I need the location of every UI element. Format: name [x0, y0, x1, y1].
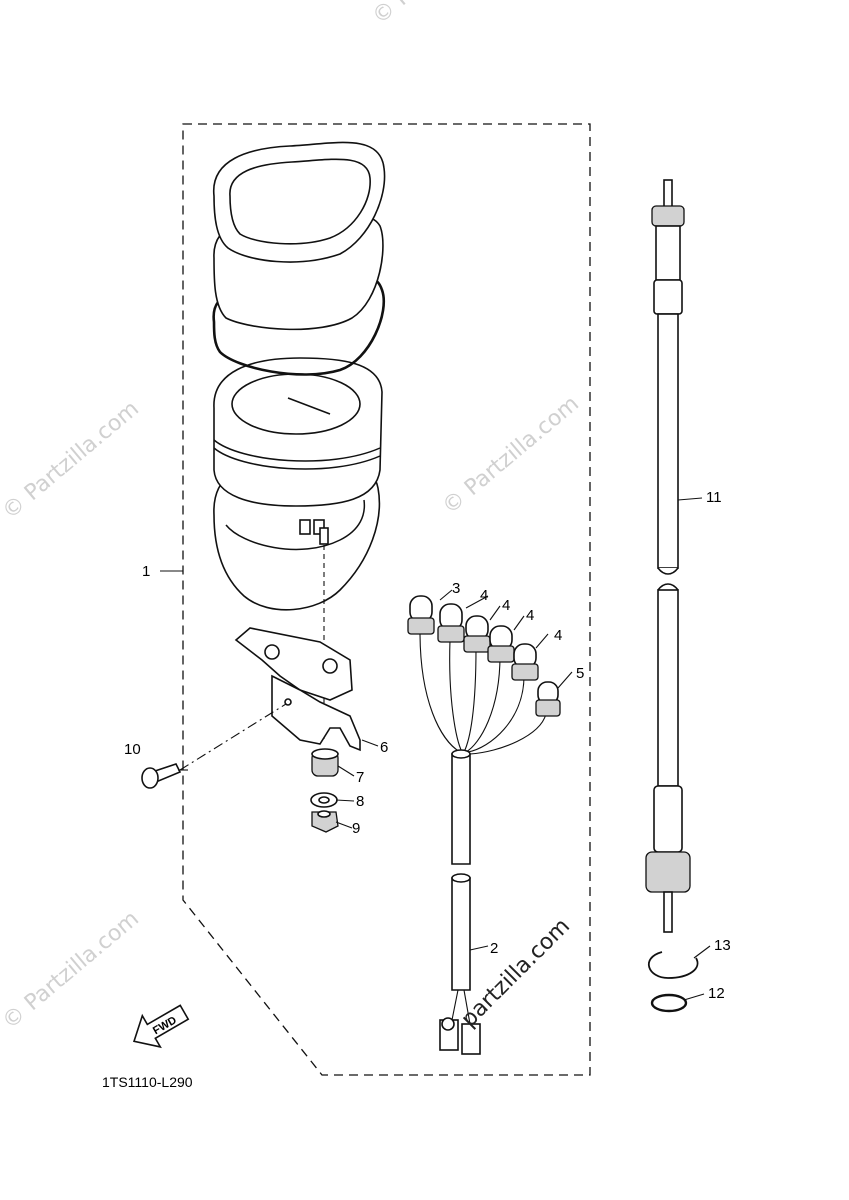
- bulb-4a: [437, 603, 465, 643]
- watermark-left-bottom: © Partzilla.com: [0, 906, 144, 1034]
- harness-tube-upper: [451, 753, 471, 865]
- bulb-4d: [511, 643, 539, 681]
- o-ring-12: [650, 993, 688, 1013]
- callout-1: 1: [142, 563, 150, 580]
- leader-lines: [160, 497, 711, 1001]
- callout-9: 9: [352, 820, 360, 837]
- nut-body: [311, 811, 339, 833]
- washer-inner: [318, 796, 330, 804]
- washer-8: [310, 792, 338, 808]
- diagram-code: 1TS1110-L290: [102, 1074, 193, 1090]
- callout-4d: 4: [554, 627, 562, 644]
- connector-wire-a: [451, 989, 459, 1021]
- bolt-guide-line: [179, 703, 287, 771]
- meter-terminal-1: [299, 519, 311, 535]
- callout-13: 13: [714, 937, 731, 954]
- meter-needle: [287, 397, 331, 415]
- watermark-left-mid: © Partzilla.com: [0, 396, 144, 524]
- callout-7: 7: [356, 769, 364, 786]
- wire-6: [469, 713, 547, 755]
- wire-3: [463, 647, 477, 753]
- callout-2: 2: [490, 940, 498, 957]
- bulb-4c: [487, 625, 515, 663]
- bulb-5: [535, 681, 561, 717]
- cable-lower-sheath: [657, 589, 679, 787]
- wire-2: [449, 639, 463, 753]
- meter-bezel-inner: [229, 158, 371, 245]
- nut-9: [311, 810, 339, 833]
- bracket-top-plate: [234, 627, 353, 701]
- bracket-side-hole: [284, 698, 292, 706]
- bolt-10: [141, 763, 182, 789]
- wire-1: [419, 631, 461, 753]
- cable-top-ferrule: [655, 225, 681, 281]
- cable-bottom-nut: [645, 851, 691, 893]
- speedometer-cable: [645, 179, 691, 933]
- callout-11: 11: [706, 489, 722, 506]
- meter-terminal-3: [319, 527, 329, 545]
- callout-8: 8: [356, 793, 364, 810]
- cable-top-nut: [651, 205, 685, 227]
- cable-break-upper: [657, 567, 679, 575]
- cable-top-boot: [653, 279, 683, 315]
- bracket-hole-2: [322, 658, 338, 674]
- grommet-7: [311, 748, 339, 777]
- watermark-inline: partzilla.com: [457, 914, 575, 1032]
- meter-lower-case-rim: [225, 499, 366, 551]
- callout-5: 5: [576, 665, 584, 682]
- bracket-hole-1: [264, 644, 280, 660]
- callout-4c: 4: [526, 607, 534, 624]
- harness-tube-lower: [451, 877, 471, 991]
- clip-13: [647, 951, 699, 979]
- meter-face: [231, 373, 361, 435]
- bolt-head: [141, 767, 159, 789]
- grommet-top: [311, 748, 339, 760]
- meter-body-band: [213, 439, 381, 462]
- callout-12: 12: [708, 985, 725, 1002]
- cable-upper-sheath: [657, 313, 679, 569]
- bracket-vertical-plate: [271, 674, 361, 752]
- wire-4: [465, 655, 501, 753]
- harness-tube-upper-top: [451, 749, 471, 759]
- meter-body-band-2: [213, 447, 381, 470]
- bulb-harness: [407, 595, 561, 1055]
- harness-tube-lower-top: [451, 873, 471, 883]
- bulb-4b: [463, 615, 491, 653]
- bulb-3: [407, 595, 435, 635]
- assembly-boundary: [182, 123, 591, 1076]
- wire-5: [467, 675, 525, 753]
- callout-3: 3: [452, 580, 460, 597]
- meter-terminal-2: [313, 519, 325, 535]
- meter-bracket: [179, 627, 361, 771]
- fwd-label: FWD: [151, 1014, 179, 1037]
- callout-4b: 4: [502, 597, 510, 614]
- callout-labels: 1 2 3 4 4 4 4 5 6 7 8 9 10 11 12 13: [124, 489, 731, 1002]
- connector-b: [461, 1023, 481, 1055]
- connector-clip: [441, 1017, 455, 1031]
- callout-6: 6: [380, 739, 388, 756]
- connector-wire-b: [463, 989, 471, 1025]
- callout-4a: 4: [480, 587, 488, 604]
- watermark-center-mid: © Partzilla.com: [438, 391, 584, 519]
- fwd-arrow-icon: FWD: [132, 1004, 190, 1049]
- cable-bottom-shaft: [663, 891, 673, 933]
- cable-bottom-boot: [653, 785, 683, 853]
- watermark-top: © Partzilla.com: [368, 0, 514, 30]
- cable-break-lower: [657, 583, 679, 591]
- callout-10: 10: [124, 741, 141, 758]
- nut-hole: [317, 810, 331, 818]
